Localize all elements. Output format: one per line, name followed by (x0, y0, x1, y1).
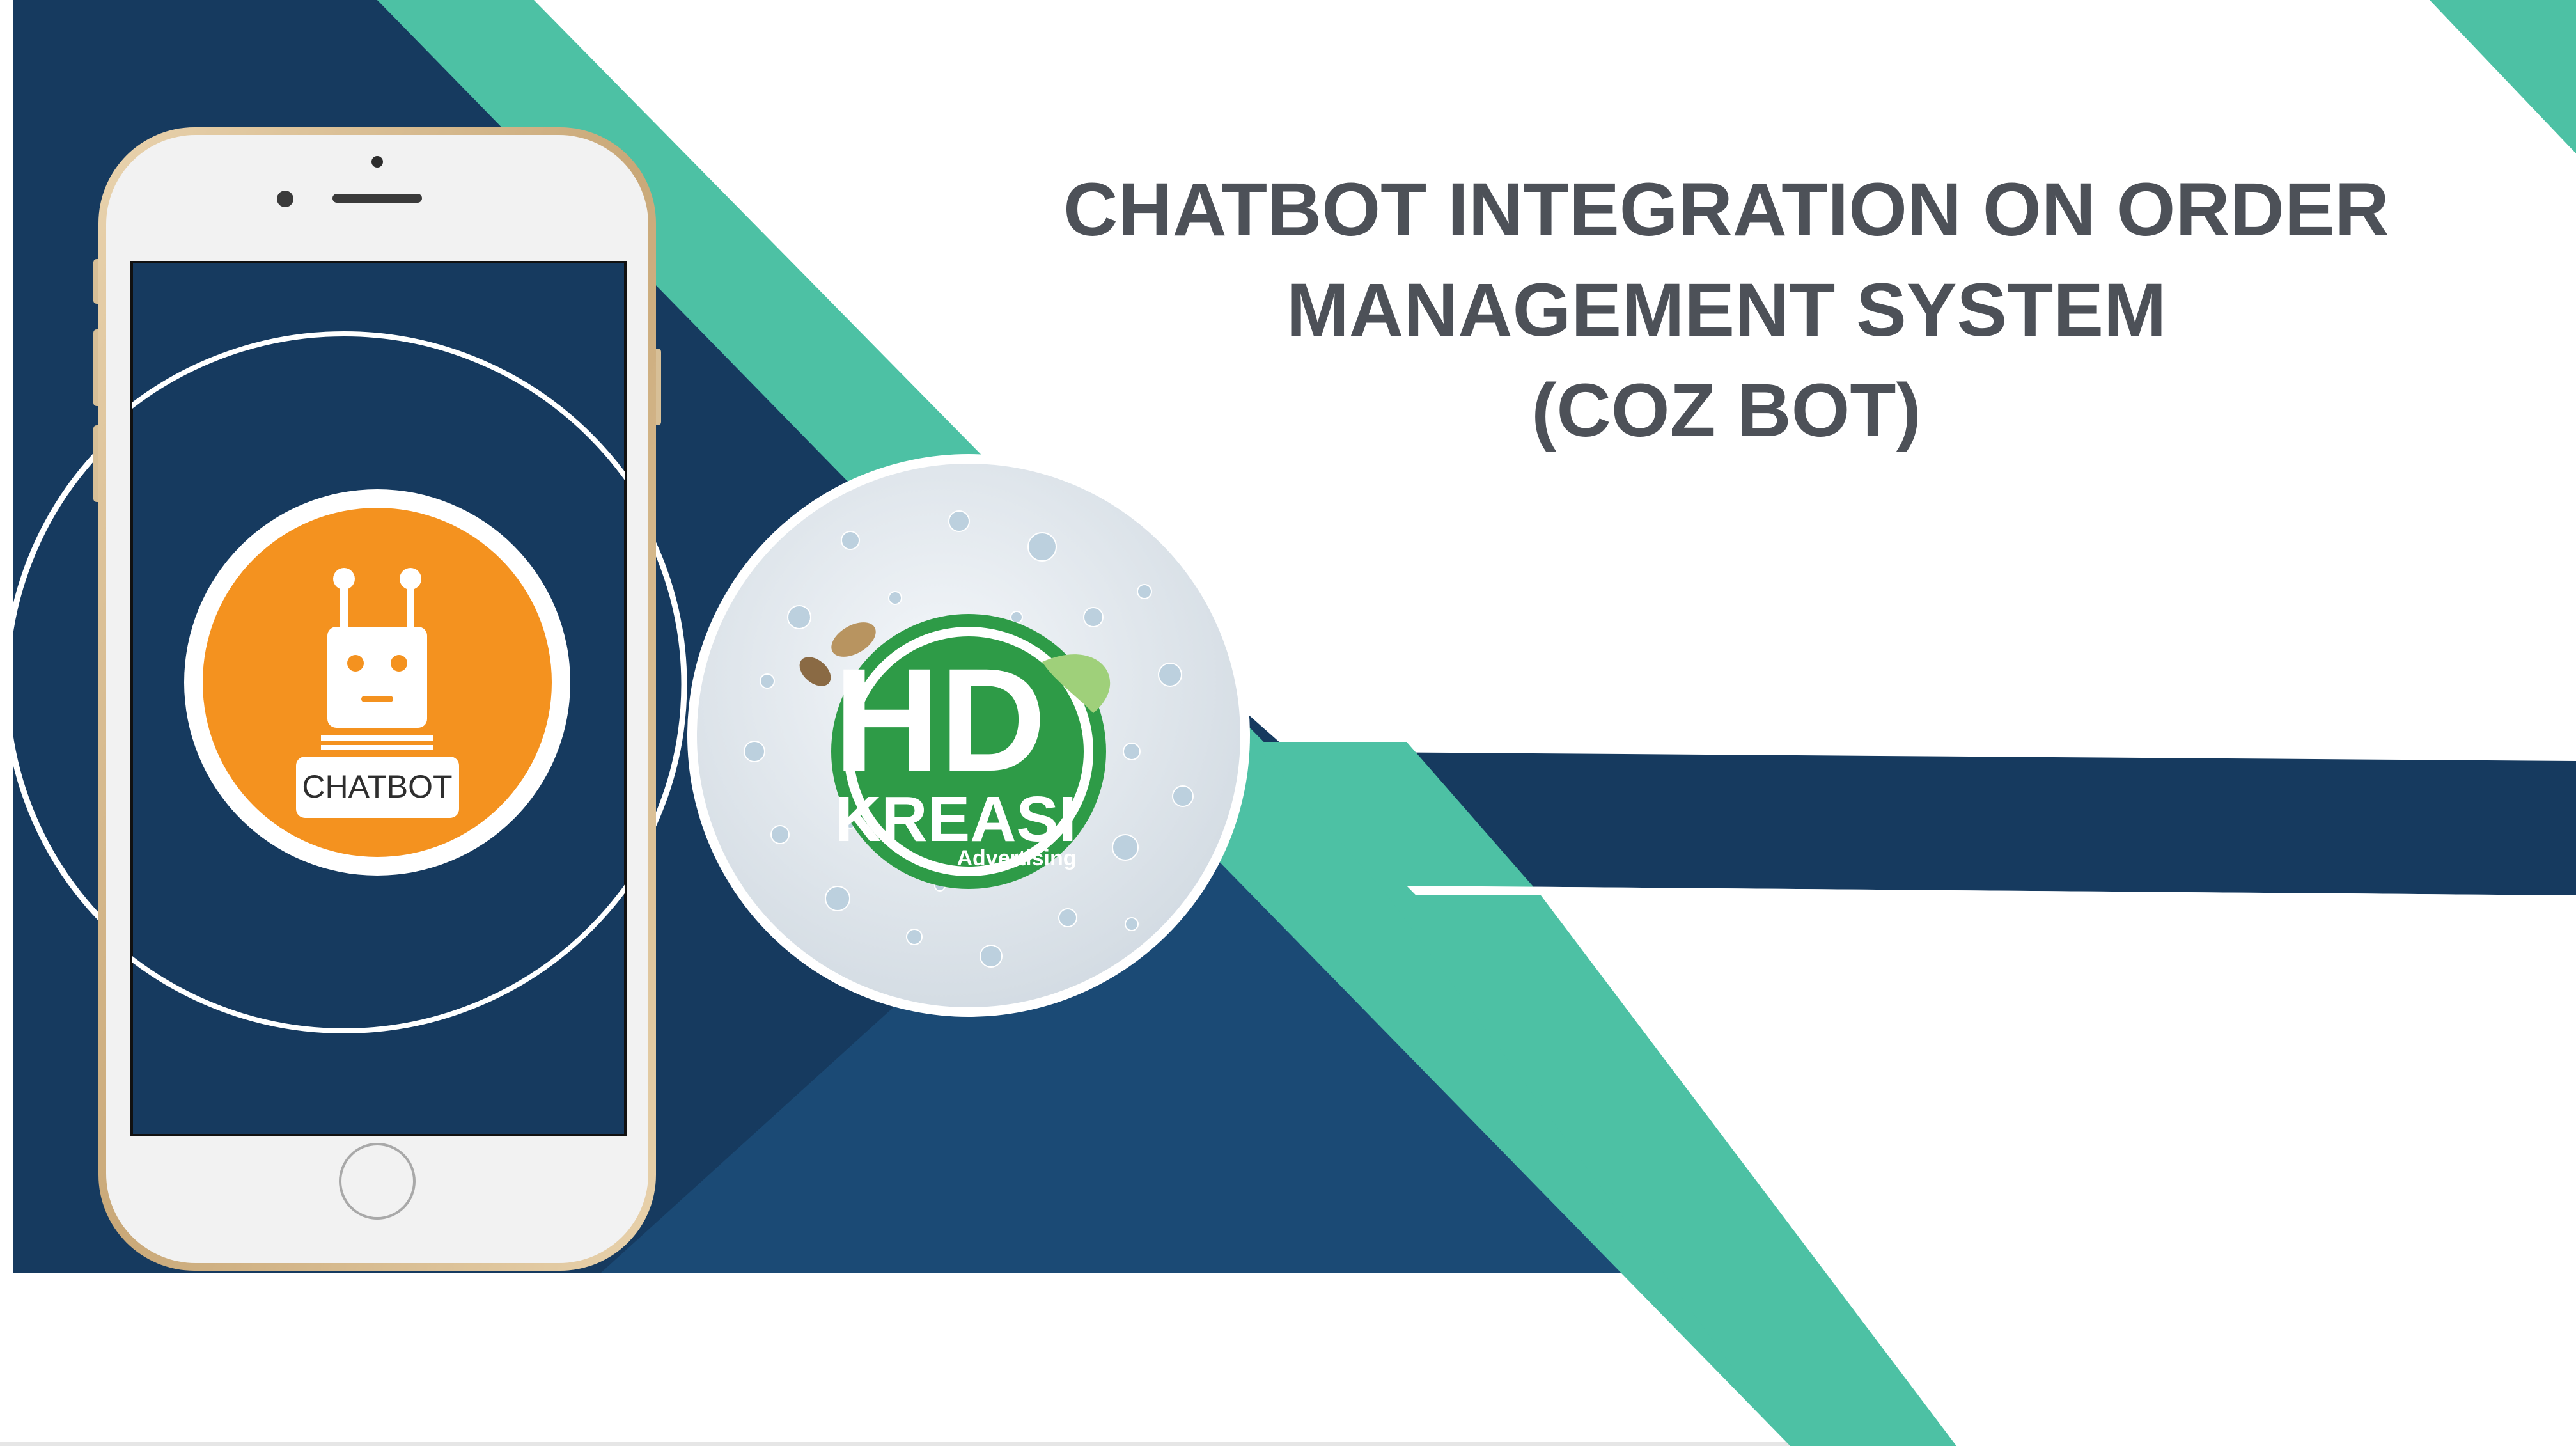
logo-tagline: Advertising (956, 846, 1076, 870)
teal-corner-accent (2430, 0, 2576, 153)
chatbot-label-box (296, 757, 459, 818)
title-line-1: CHATBOT INTEGRATION ON ORDER (1063, 168, 2389, 252)
logo-sub-text: KREASI (835, 783, 1077, 855)
chatbot-label: CHATBOT (302, 769, 452, 805)
navy-horizontal-bar (1272, 751, 2576, 895)
slide-title: CHATBOT INTEGRATION ON ORDER MANAGEMENT … (882, 160, 2570, 461)
phone-sensor (277, 191, 293, 207)
title-line-3: (COZ BOT) (1531, 368, 1921, 453)
phone-speaker (332, 194, 422, 203)
logo-badge (831, 614, 1111, 889)
company-logo: HD KREASI Advertising (687, 454, 1250, 1017)
phone-home-button (339, 1143, 416, 1220)
phone-mockup: CHATBOT (93, 127, 661, 1271)
logo-main-text: HD (834, 638, 1046, 802)
phone-front-camera (371, 156, 383, 168)
robot-icon (321, 568, 433, 750)
title-line-2: MANAGEMENT SYSTEM (1286, 268, 2167, 352)
